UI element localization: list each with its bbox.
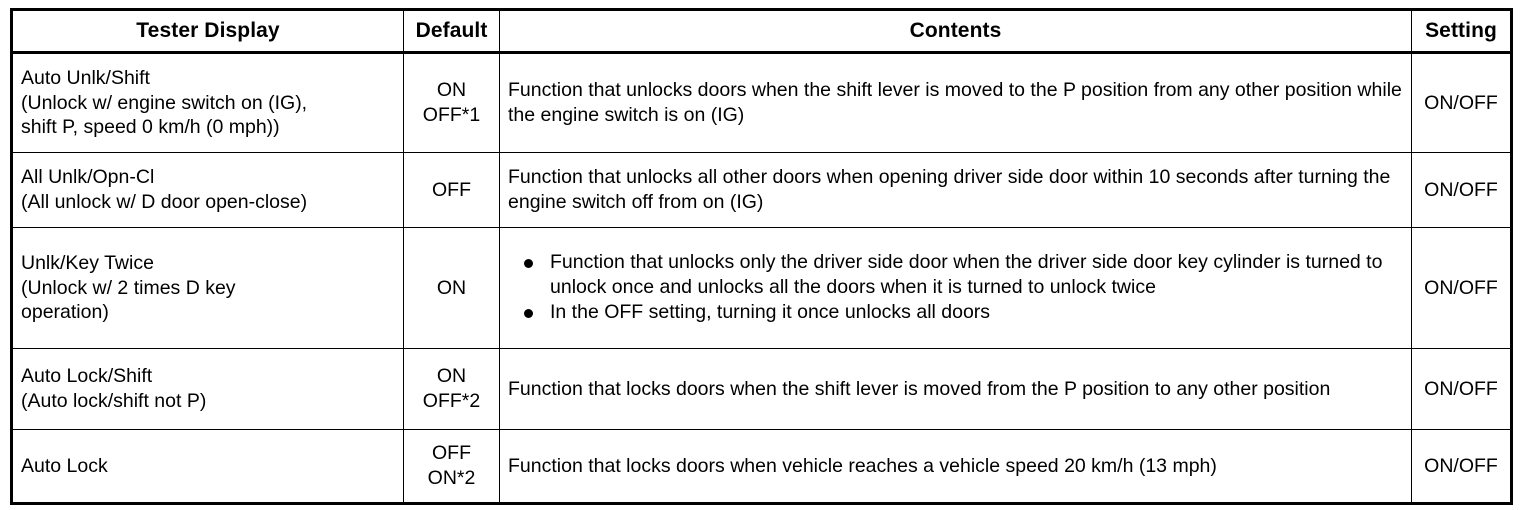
column-header-setting: Setting — [1411, 9, 1512, 54]
tester-line: Auto Lock — [21, 454, 108, 477]
setting-value: ON/OFF — [1424, 276, 1498, 299]
default-line: OFF — [432, 178, 471, 201]
cell-contents: Function that locks doors when the shift… — [499, 348, 1412, 430]
tester-line: shift P, speed 0 km/h (0 mph)) — [21, 116, 280, 139]
tester-line: (Unlock w/ engine switch on (IG), — [21, 91, 308, 114]
contents-paragraph: Function that locks doors when vehicle r… — [508, 454, 1217, 477]
column-header-tester-display: Tester Display — [11, 9, 404, 54]
cell-default: ON OFF*2 — [403, 348, 500, 430]
tester-line: Unlk/Key Twice — [21, 251, 154, 274]
table-row: Auto Unlk/Shift (Unlock w/ engine switch… — [11, 52, 1512, 153]
cell-setting: ON/OFF — [1411, 227, 1512, 349]
cell-contents: Function that unlocks only the driver si… — [499, 227, 1412, 349]
vehicle-settings-table: Tester Display Default Contents Setting … — [10, 8, 1513, 505]
setting-value: ON/OFF — [1424, 178, 1498, 201]
cell-default: OFF ON*2 — [403, 429, 500, 504]
contents-bullet-list: Function that unlocks only the driver si… — [508, 250, 1404, 326]
list-item: In the OFF setting, turning it once unlo… — [508, 300, 1404, 325]
column-header-default: Default — [403, 9, 500, 54]
table-row: Unlk/Key Twice (Unlock w/ 2 times D key … — [11, 227, 1512, 349]
cell-contents: Function that unlocks all other doors wh… — [499, 152, 1412, 228]
cell-tester-display: All Unlk/Opn-Cl (All unlock w/ D door op… — [11, 152, 404, 228]
cell-tester-display: Unlk/Key Twice (Unlock w/ 2 times D key … — [11, 227, 404, 349]
table-header: Tester Display Default Contents Setting — [11, 9, 1512, 54]
bullet-icon — [524, 258, 533, 268]
cell-contents: Function that locks doors when vehicle r… — [499, 429, 1412, 504]
setting-value: ON/OFF — [1424, 91, 1498, 114]
cell-setting: ON/OFF — [1411, 348, 1512, 430]
bullet-text: Function that unlocks only the driver si… — [550, 250, 1383, 298]
cell-setting: ON/OFF — [1411, 52, 1512, 153]
table-row: All Unlk/Opn-Cl (All unlock w/ D door op… — [11, 152, 1512, 228]
setting-value: ON/OFF — [1424, 454, 1498, 477]
setting-value: ON/OFF — [1424, 377, 1498, 400]
tester-line: Auto Lock/Shift — [21, 365, 153, 388]
default-line: ON — [436, 79, 467, 102]
column-header-contents: Contents — [499, 9, 1412, 54]
cell-default: ON — [403, 227, 500, 349]
table-row: Auto Lock/Shift (Auto lock/shift not P) … — [11, 348, 1512, 430]
cell-tester-display: Auto Lock/Shift (Auto lock/shift not P) — [11, 348, 404, 430]
bullet-text: In the OFF setting, turning it once unlo… — [550, 301, 991, 324]
bullet-icon — [524, 309, 533, 319]
table-row: Auto Lock OFF ON*2 Function that locks d… — [11, 429, 1512, 504]
tester-line: (Unlock w/ 2 times D key — [21, 276, 236, 299]
cell-setting: ON/OFF — [1411, 152, 1512, 228]
default-line: OFF — [432, 442, 471, 465]
cell-tester-display: Auto Unlk/Shift (Unlock w/ engine switch… — [11, 52, 404, 153]
contents-paragraph: Function that unlocks doors when the shi… — [508, 79, 1402, 126]
cell-default: ON OFF*1 — [403, 52, 500, 153]
default-line: ON*2 — [427, 467, 476, 489]
cell-tester-display: Auto Lock — [11, 429, 404, 504]
table-body: Auto Unlk/Shift (Unlock w/ engine switch… — [11, 52, 1512, 504]
tester-line: (All unlock w/ D door open-close) — [21, 191, 308, 213]
default-line: OFF*2 — [422, 390, 481, 412]
tester-line: (Auto lock/shift not P) — [21, 390, 207, 412]
cell-setting: ON/OFF — [1411, 429, 1512, 504]
default-line: ON — [436, 365, 467, 388]
default-line: ON — [436, 276, 467, 299]
default-line: OFF*1 — [422, 104, 481, 126]
tester-line: operation) — [21, 301, 109, 324]
contents-paragraph: Function that unlocks all other doors wh… — [508, 166, 1391, 213]
tester-line: All Unlk/Opn-Cl — [21, 166, 155, 189]
contents-paragraph: Function that locks doors when the shift… — [508, 377, 1331, 400]
list-item: Function that unlocks only the driver si… — [508, 250, 1404, 300]
cell-contents: Function that unlocks doors when the shi… — [499, 52, 1412, 153]
table-header-row: Tester Display Default Contents Setting — [11, 9, 1512, 54]
cell-default: OFF — [403, 152, 500, 228]
tester-line: Auto Unlk/Shift — [21, 66, 150, 89]
